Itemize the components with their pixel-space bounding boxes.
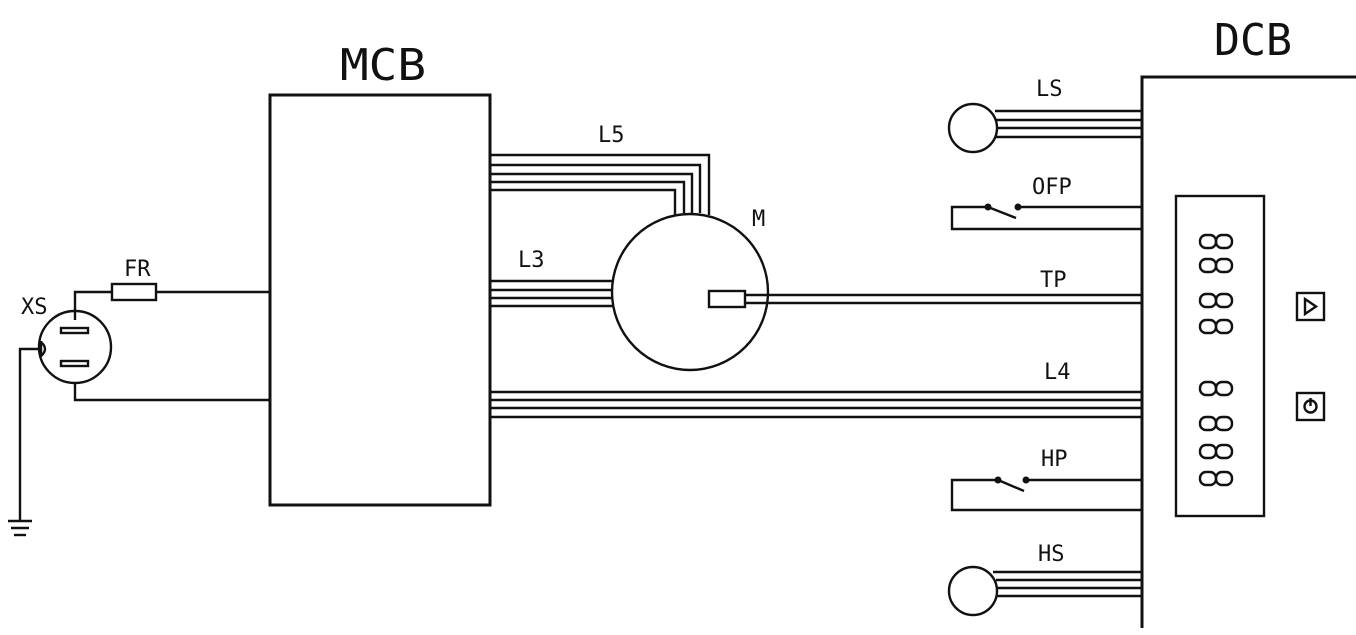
ls-sensor	[947, 102, 1142, 154]
play-icon	[1303, 296, 1319, 317]
l5-harness	[490, 153, 711, 215]
l3-label: L3	[518, 248, 545, 273]
power-icon	[1303, 398, 1318, 414]
play-button[interactable]	[1295, 291, 1326, 322]
led-segments	[1198, 233, 1234, 487]
m-label: M	[752, 207, 765, 232]
xs-plug	[37, 309, 270, 402]
mcb-board	[268, 93, 492, 507]
motor	[610, 212, 770, 372]
ls-label: LS	[1036, 77, 1063, 102]
l4-harness	[490, 390, 1142, 419]
l3-harness	[490, 279, 614, 308]
hp-label: HP	[1041, 447, 1068, 472]
hp-switch	[950, 476, 1142, 512]
power-button[interactable]	[1295, 391, 1326, 422]
l5-label: L5	[598, 123, 625, 148]
mcb-label: MCB	[340, 40, 426, 91]
tp-wire	[745, 293, 1142, 305]
ofp-switch	[950, 203, 1142, 231]
fr-fuse	[73, 282, 270, 320]
hs-sensor	[947, 565, 1142, 617]
hs-label: HS	[1038, 542, 1065, 567]
fr-label: FR	[124, 257, 151, 282]
dcb-label: DCB	[1214, 15, 1292, 66]
xs-label: XS	[21, 295, 48, 320]
dcb-board	[1140, 75, 1356, 628]
ground-icon	[8, 347, 41, 537]
dcb-display-panel	[1174, 194, 1266, 518]
ofp-label: OFP	[1032, 175, 1072, 200]
tp-label: TP	[1040, 268, 1067, 293]
l4-label: L4	[1044, 360, 1071, 385]
